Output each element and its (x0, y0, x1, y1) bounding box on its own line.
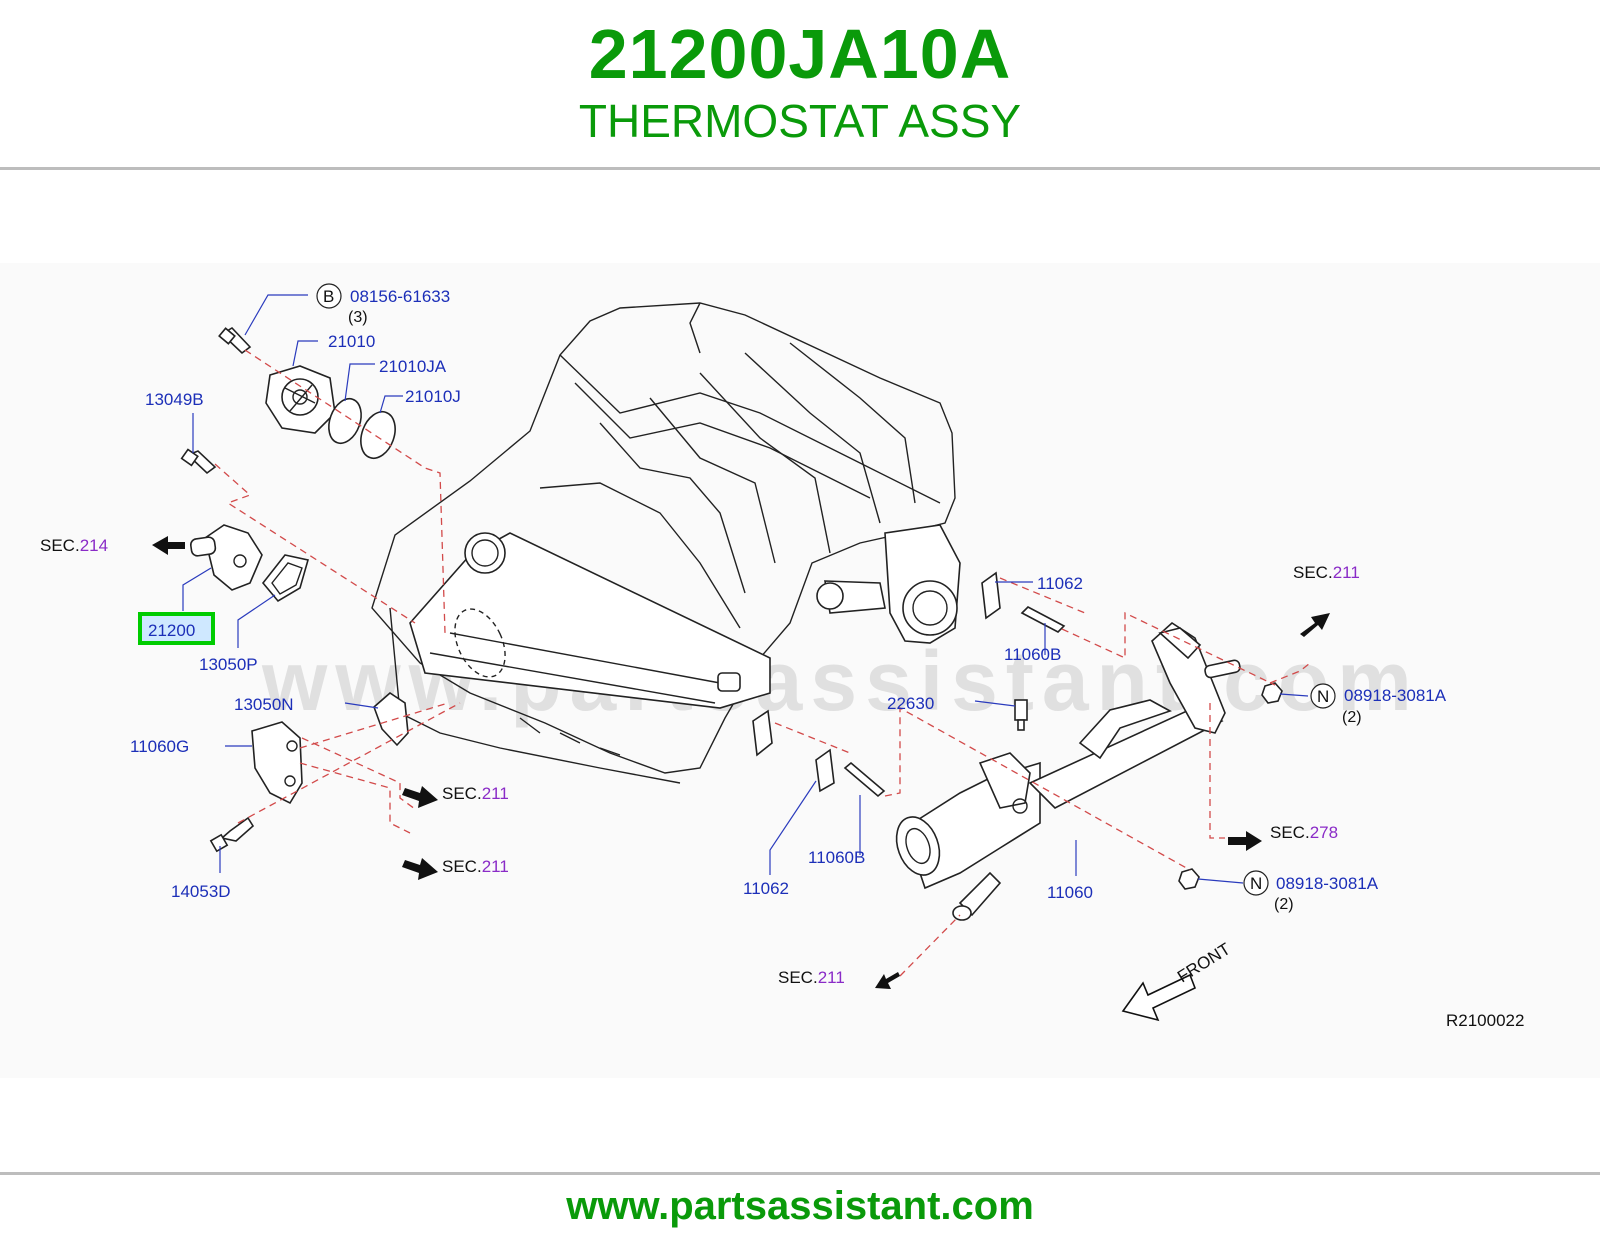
sec-ref-211-a[interactable]: SEC.211 (442, 784, 509, 803)
sec-ref-211-d[interactable]: SEC.211 (778, 968, 845, 987)
assembly-lines (214, 349, 1311, 977)
sensor-22630 (1014, 699, 1028, 731)
gasket-11062-lower (752, 709, 835, 793)
section-arrows (152, 536, 1330, 989)
parts-diagram: www.partsassistant.com (0, 263, 1600, 1078)
thermostat-housing-21200 (189, 524, 263, 591)
callout-11060G[interactable]: 11060G (130, 737, 189, 756)
part-name-subtitle: THERMOSTAT ASSY (578, 95, 1022, 147)
front-label: FRONT (1174, 939, 1234, 986)
qty-08156-61633: (3) (348, 309, 368, 326)
stud-11060B-lower (843, 761, 886, 798)
callout-13050N[interactable]: 13050N (234, 695, 294, 714)
water-pump-21010 (265, 365, 336, 434)
symbol-n-circle-upper (1310, 683, 1336, 709)
callout-11062-upper[interactable]: 11062 (1037, 574, 1083, 593)
sec-ref-211-b[interactable]: SEC.211 (442, 857, 509, 876)
symbol-b-circle (316, 283, 342, 309)
part-number-title: 21200JA10A (588, 15, 1012, 93)
gasket-13050N (373, 691, 409, 747)
header: 21200JA10A THERMOSTAT ASSY (0, 0, 1600, 168)
outlet-11060G (251, 721, 303, 805)
diagram-ref-code: R2100022 (1446, 1011, 1524, 1030)
gasket-13050P (261, 554, 310, 603)
callout-14053D[interactable]: 14053D (171, 882, 231, 901)
highlight-box-21200 (138, 612, 215, 645)
stud-11060B-upper (1020, 606, 1066, 633)
callout-13050P[interactable]: 13050P (199, 655, 258, 674)
callout-11062-lower[interactable]: 11062 (743, 879, 789, 898)
symbol-b: B (323, 287, 334, 306)
diagram-svg: FRONT B N N 081 (40, 283, 1524, 1030)
callout-13049B[interactable]: 13049B (145, 390, 204, 409)
bolt-08156-61633 (218, 326, 252, 355)
callout-11060B-upper[interactable]: 11060B (1004, 645, 1061, 664)
footer-divider (0, 1172, 1600, 1175)
leader-lines (182, 294, 1309, 884)
callout-11060[interactable]: 11060 (1047, 883, 1093, 902)
qty-08918-3081A-lower: (2) (1274, 896, 1294, 913)
water-outlet-11060 (895, 621, 1241, 921)
symbol-n-lower: N (1250, 874, 1262, 893)
callout-08156-61633[interactable]: 08156-61633 (350, 287, 450, 306)
sec-ref-214[interactable]: SEC.214 (40, 536, 108, 555)
symbol-n-upper: N (1317, 687, 1329, 706)
header-divider (0, 167, 1600, 170)
callout-21010JA[interactable]: 21010JA (379, 357, 447, 376)
engine-illustration (371, 302, 961, 784)
bolt-14053D (209, 816, 255, 853)
bolt-13049B (180, 448, 217, 475)
qty-08918-3081A-upper: (2) (1342, 709, 1362, 726)
footer-url[interactable]: www.partsassistant.com (566, 1184, 1034, 1228)
symbol-n-circle-lower (1243, 870, 1269, 896)
sec-ref-278[interactable]: SEC.278 (1270, 823, 1338, 842)
callout-08918-3081A-upper[interactable]: 08918-3081A (1344, 686, 1447, 705)
nut-08918-3081A-upper (1261, 682, 1283, 704)
callout-22630[interactable]: 22630 (887, 694, 934, 713)
callout-11060B-lower[interactable]: 11060B (808, 848, 865, 867)
gasket-21010J (360, 410, 396, 460)
sec-ref-211-c[interactable]: SEC.211 (1293, 563, 1360, 582)
callout-21010[interactable]: 21010 (328, 332, 375, 351)
callout-21010J[interactable]: 21010J (405, 387, 461, 406)
nut-08918-3081A-lower (1178, 868, 1200, 890)
gasket-11062-upper (981, 571, 1001, 620)
callout-08918-3081A-lower[interactable]: 08918-3081A (1276, 874, 1379, 893)
callout-21200[interactable]: 21200 (148, 621, 195, 640)
front-arrow-icon (1121, 973, 1197, 1022)
